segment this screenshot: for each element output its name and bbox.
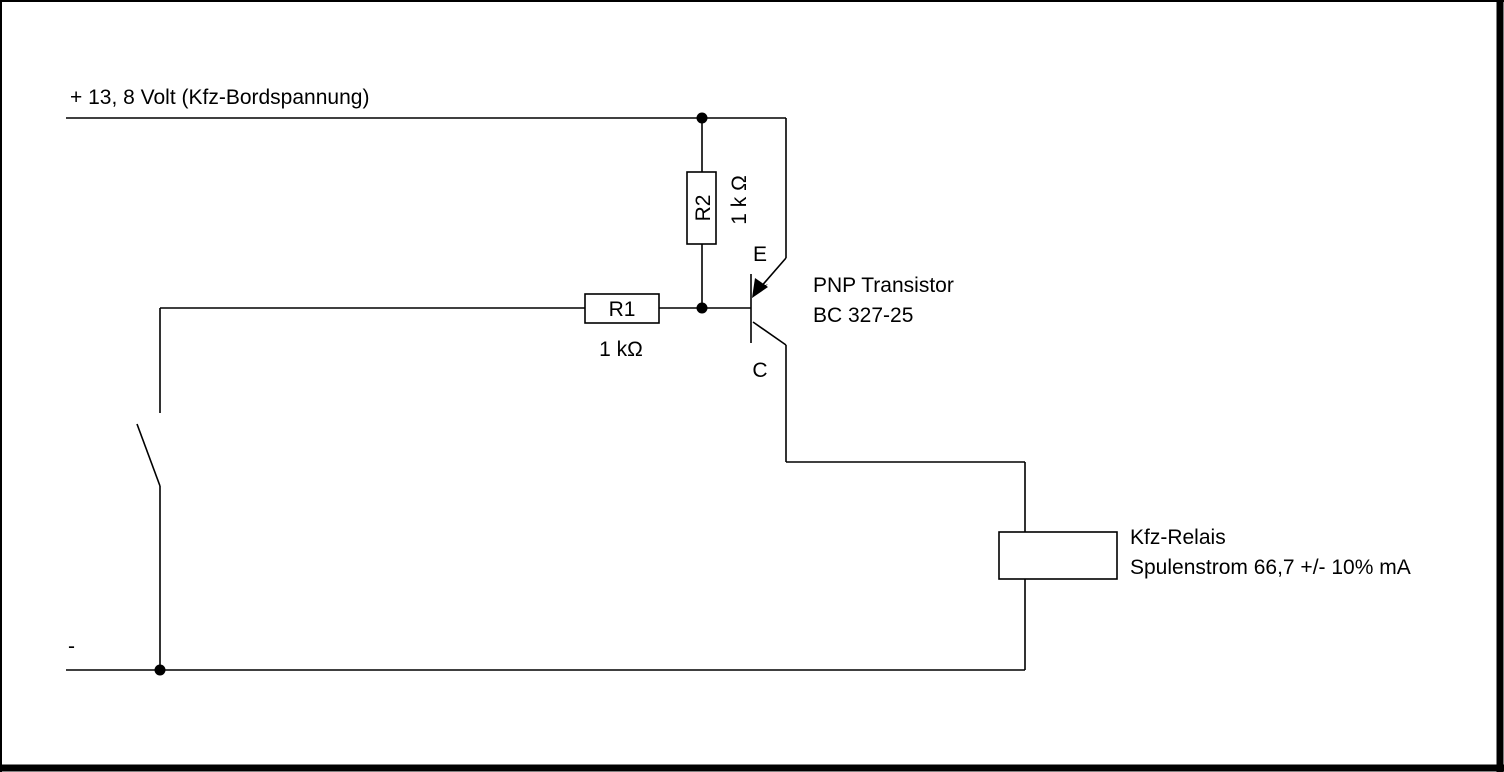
relay-coil-body — [998, 531, 1118, 580]
r1-value: 1 kΩ — [599, 338, 643, 361]
r2-value: 1 k Ω — [728, 175, 751, 225]
transistor-type-label: PNP Transistor — [813, 274, 954, 297]
r1-body — [584, 293, 660, 324]
negative-rail-label: - — [68, 635, 75, 658]
transistor-part-label: BC 327-25 — [813, 304, 913, 327]
relay-name-label: Kfz-Relais — [1130, 526, 1226, 549]
relay-coil — [998, 531, 1118, 670]
collector-wire — [785, 345, 1026, 532]
positive-rail — [66, 117, 787, 258]
switch — [136, 308, 161, 670]
pnp-transistor — [750, 257, 787, 346]
junction-dot-ground — [154, 664, 166, 676]
positive-rail-label: + 13, 8 Volt (Kfz-Bordspannung) — [70, 86, 369, 109]
junction-dot-top — [696, 112, 708, 124]
r1-name: R1 — [609, 298, 636, 321]
junction-dot-base — [696, 302, 708, 314]
emitter-label: E — [753, 243, 767, 266]
collector-label: C — [752, 359, 767, 382]
r1-resistor — [160, 293, 751, 324]
r2-name: R2 — [692, 195, 715, 222]
relay-current-label: Spulenstrom 66,7 +/- 10% mA — [1130, 556, 1411, 579]
switch-blade — [136, 423, 161, 487]
emitter-arrowhead — [752, 278, 768, 298]
r2-body — [686, 171, 717, 245]
r2-resistor — [686, 118, 717, 308]
transistor-collector-lead — [752, 321, 787, 346]
